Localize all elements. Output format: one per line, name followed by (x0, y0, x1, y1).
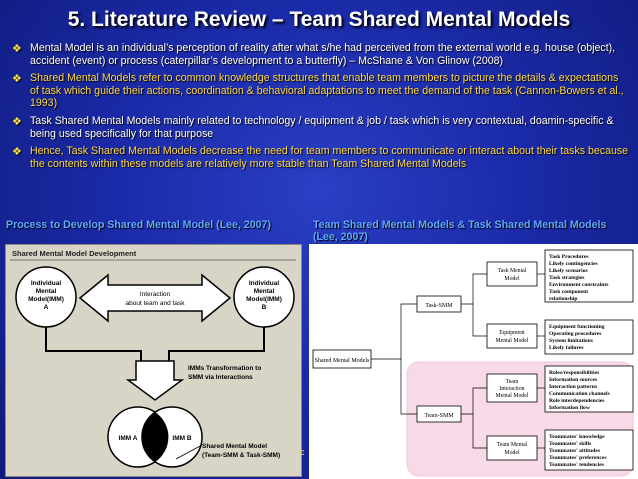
list-item: Roles/responsibilities (549, 370, 600, 376)
smm-development-figure: Shared Mental Model Development Individu… (5, 244, 302, 477)
list-item: Teammates' skills (549, 441, 592, 447)
slide-title: 5. Literature Review – Team Shared Menta… (67, 8, 571, 31)
venn-label-b: IMM B (172, 435, 191, 442)
right-figure-caption: Team Shared Mental Models & Task Shared … (313, 219, 607, 243)
imm-a-label: A (44, 304, 49, 311)
list-item: Teammates' preferences (549, 455, 607, 461)
node-label: Mental Model (495, 393, 528, 399)
interaction-items-box (544, 365, 634, 413)
imm-b-label: Individual (249, 280, 280, 287)
venn-overlap (141, 412, 169, 462)
imm-b-label: Mental (254, 288, 275, 295)
node-label: Team Mental (497, 442, 528, 448)
list-item: Teammates' attitudes (549, 448, 601, 454)
bullet-text: Task Shared Mental Models mainly related… (30, 114, 614, 140)
list-item: Role interdependencies (549, 398, 605, 404)
interaction-arrow (78, 273, 232, 323)
smm-hierarchy-diagram: Shared Mental Models Task-SMM Team-SMM T… (312, 249, 634, 477)
team-mental-model-box (486, 435, 538, 461)
diamond-bullet-icon: ❖ (12, 43, 22, 55)
node-label: Task Mental (498, 268, 527, 274)
list-item: Teammates' tendencies (549, 462, 605, 468)
equipment-model-box (486, 323, 538, 349)
stray-character: c (300, 447, 305, 457)
transform-label: IMMs Transformation to (188, 365, 261, 372)
task-smm-label: Task-SMM (425, 303, 453, 309)
smm-development-diagram: Shared Mental Model Development Individu… (10, 249, 296, 468)
node-label: Model (504, 276, 520, 282)
diamond-bullet-icon: ❖ (12, 73, 22, 86)
bullet-text: Shared Mental Models refer to common kno… (30, 72, 624, 110)
list-item: Likely contingencies (549, 261, 598, 267)
list-item: Interaction patterns (549, 384, 598, 390)
list-item: Teammates' knowledge (549, 434, 605, 440)
list-item: Task Procedures (549, 254, 589, 260)
list-item: Equipment functioning (549, 324, 605, 330)
list-item: Environment constraints (549, 282, 609, 288)
node-label: Mental Model (495, 338, 528, 344)
bullet-item: ❖ Hence, Task Shared Mental Models decre… (8, 145, 630, 170)
result-label: (Team-SMM & Task-SMM) (202, 452, 280, 459)
team-task-smm-figure: Shared Mental Models Task-SMM Team-SMM T… (309, 244, 638, 479)
interaction-label: Interaction (140, 291, 171, 298)
imm-a-label: Model(IMM) (28, 296, 64, 303)
bullet-item: ❖ Shared Mental Models refer to common k… (8, 72, 630, 110)
list-item: Task component (549, 289, 588, 295)
imm-a-label: Individual (31, 280, 62, 287)
diamond-bullet-icon: ❖ (12, 115, 22, 128)
transform-label: SMM via Interactions (188, 374, 253, 381)
node-label: Interaction (499, 386, 524, 392)
list-item: Information sources (549, 377, 598, 383)
teammate-items-box (544, 429, 634, 471)
list-item: Task strategies (549, 275, 585, 281)
team-smm-label: Team-SMM (424, 413, 454, 419)
equipment-items-box (544, 319, 634, 355)
root-label: Shared Mental Models (315, 358, 370, 364)
transform-arrow (125, 360, 185, 401)
list-item: Information flow (549, 405, 591, 411)
bullet-item: ❖ Task Shared Mental Models mainly relat… (8, 115, 630, 140)
figure-heading: Shared Mental Model Development (12, 249, 137, 258)
list-item: relationship (549, 296, 578, 302)
left-figure-caption: Process to Develop Shared Mental Model (… (6, 219, 271, 231)
node-label: Model (504, 450, 520, 456)
diamond-bullet-icon: ❖ (12, 146, 22, 159)
list-item: System limitations (549, 338, 594, 344)
list-item: Likely scenarios (549, 268, 589, 274)
node-label: Team (506, 379, 519, 385)
list-item: Operating procedures (549, 331, 602, 337)
result-label: Shared Mental Model (202, 443, 267, 450)
bullet-text: Mental Model is an individual’s percepti… (30, 42, 616, 67)
interaction-label: about team and task (126, 300, 186, 307)
node-label: Equipment (499, 330, 525, 336)
bullet-text: Hence, Task Shared Mental Models decreas… (30, 145, 629, 170)
task-items-box (544, 249, 634, 303)
list-item: Communication channels (549, 391, 611, 397)
team-interaction-box (486, 373, 538, 403)
bullet-item: ❖ Mental Model is an individual’s percep… (8, 42, 630, 67)
list-item: Likely failures (549, 345, 584, 351)
bullet-list: ❖ Mental Model is an individual’s percep… (8, 42, 630, 175)
venn-label-a: IMM A (119, 435, 138, 442)
imm-b-label: B (262, 304, 267, 311)
task-mental-model-box (486, 261, 538, 287)
imm-b-label: Model(IMM) (246, 296, 282, 303)
imm-a-label: Mental (36, 288, 57, 295)
